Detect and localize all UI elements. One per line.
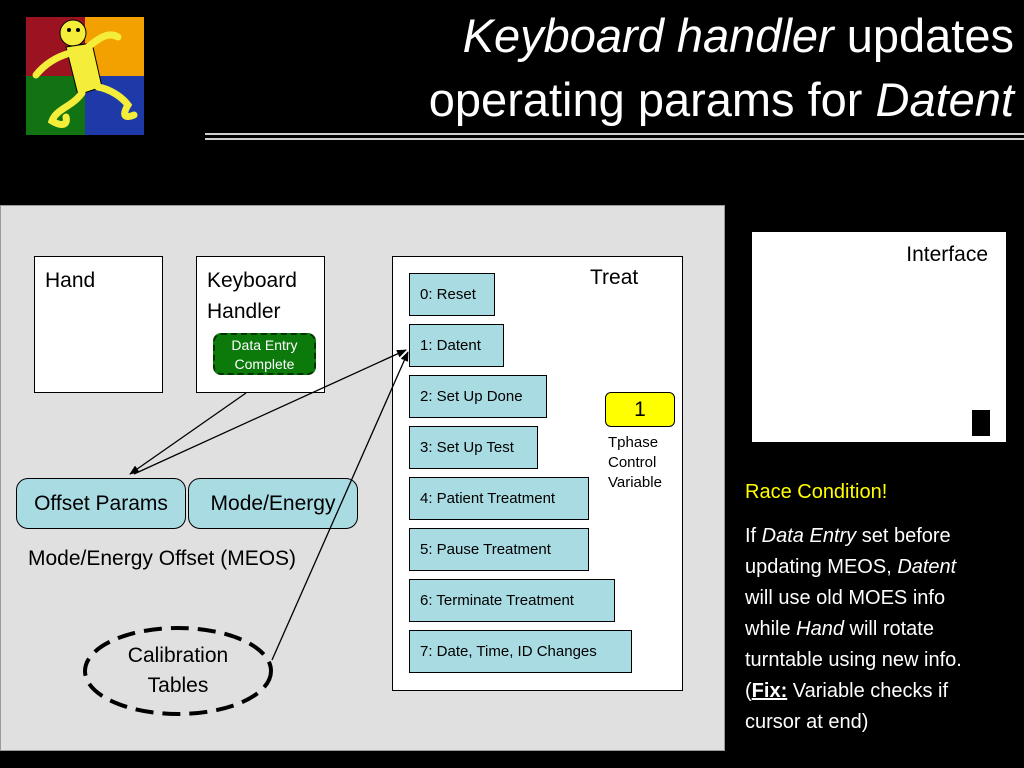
race-condition-heading: Race Condition! xyxy=(745,481,888,503)
mode-energy-field: Mode/Energy xyxy=(188,478,358,529)
note-will-rotate: will rotate xyxy=(843,618,934,640)
tphase-caption-line2: Control xyxy=(608,454,657,471)
treat-state-set-up-test: 3: Set Up Test xyxy=(409,426,538,469)
data-entry-complete-flag: Data Entry Complete xyxy=(213,333,316,375)
calibration-line1: Calibration xyxy=(127,644,229,667)
title-start-2: operating params for xyxy=(428,73,876,126)
note-fix: Fix: xyxy=(751,680,788,702)
treat-state-patient-treatment: 4: Patient Treatment xyxy=(409,477,589,520)
tphase-value: 1 xyxy=(605,392,675,427)
title-italic-datent: Datent xyxy=(875,73,1014,126)
note-updating: updating MEOS, xyxy=(745,556,898,578)
flag-line1: Data Entry xyxy=(231,337,298,353)
note-while: while xyxy=(745,618,797,640)
interface-screen: Interface xyxy=(751,231,1007,443)
flag-line2: Complete xyxy=(234,356,295,372)
treat-state-reset: 0: Reset xyxy=(409,273,495,316)
tphase-caption-line3: Variable xyxy=(608,474,662,491)
stick-figure-logo-icon xyxy=(26,17,144,135)
calibration-line2: Tables xyxy=(147,674,209,697)
treat-state-datent: 1: Datent xyxy=(409,324,504,367)
tphase-caption-line1: Tphase xyxy=(608,434,659,451)
title-divider-top xyxy=(205,133,1024,135)
race-condition-explanation: If Data Entry set before updating MEOS, … xyxy=(745,521,1024,738)
note-line3: will use old MOES info xyxy=(745,587,946,609)
offset-params-field: Offset Params xyxy=(16,478,186,529)
note-set-before: set before xyxy=(856,525,951,547)
title-divider-bottom xyxy=(205,138,1024,140)
note-if: If xyxy=(745,525,762,547)
hand-task-box: Hand xyxy=(34,256,163,393)
treat-state-set-up-done: 2: Set Up Done xyxy=(409,375,547,418)
title-rest-1: updates xyxy=(833,9,1014,62)
treat-state-terminate-treatment: 6: Terminate Treatment xyxy=(409,579,615,622)
treat-state-pause-treatment: 5: Pause Treatment xyxy=(409,528,589,571)
calibration-tables-label: Calibration Tables xyxy=(94,641,262,701)
treat-state-date-time-id-changes: 7: Date, Time, ID Changes xyxy=(409,630,632,673)
note-datent: Datent xyxy=(897,556,957,578)
interface-label: Interface xyxy=(906,243,988,266)
note-line7: cursor at end) xyxy=(745,711,869,733)
note-variable-checks: Variable checks if xyxy=(787,680,949,702)
keyboard-handler-task-label: Keyboard Handler xyxy=(207,265,297,327)
note-line5: turntable using new info. xyxy=(745,649,962,671)
treat-task-label: Treat xyxy=(590,266,639,289)
note-hand: Hand xyxy=(796,618,844,640)
slide-title: Keyboard handler updates operating param… xyxy=(429,4,1014,132)
note-paren: ( xyxy=(745,680,752,702)
meos-caption: Mode/Energy Offset (MEOS) xyxy=(28,547,297,570)
keyboard-label-line2: Handler xyxy=(207,300,281,323)
title-italic-keyboard: Keyboard handler xyxy=(462,9,834,62)
cursor-block xyxy=(972,410,990,436)
keyboard-label-line1: Keyboard xyxy=(207,269,297,292)
tphase-caption: Tphase Control Variable xyxy=(608,433,662,493)
note-data-entry: Data Entry xyxy=(761,525,857,547)
hand-task-label: Hand xyxy=(45,269,96,292)
